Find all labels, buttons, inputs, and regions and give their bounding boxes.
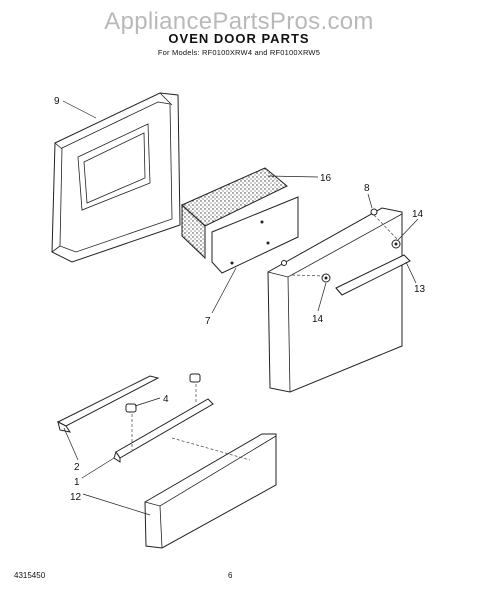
callout-2: 2 — [74, 462, 80, 473]
callout-1: 1 — [74, 477, 80, 488]
callout-16: 16 — [320, 173, 332, 184]
callout-14-lower: 14 — [312, 314, 324, 325]
page-number: 6 — [228, 571, 233, 580]
hinge-clips — [125, 373, 201, 413]
outer-door-panel — [267, 207, 403, 393]
callout-7: 7 — [205, 316, 211, 327]
door-handle — [335, 254, 411, 296]
callout-13: 13 — [414, 284, 426, 295]
document-number: 4315450 — [14, 571, 46, 580]
callout-9: 9 — [54, 96, 60, 107]
page-title: OVEN DOOR PARTS — [168, 31, 310, 46]
assembly-lines — [131, 214, 399, 461]
callout-4: 4 — [163, 394, 169, 405]
callout-14-upper: 14 — [412, 209, 424, 220]
watermark-logo: AppliancePartsPros.com — [104, 8, 374, 35]
lower-door-bracket — [56, 375, 160, 433]
insulation-shield — [211, 196, 299, 274]
inner-door-liner — [51, 92, 181, 263]
leader-lines — [62, 100, 419, 516]
callout-12: 12 — [70, 492, 82, 503]
drawer-front-panel — [144, 433, 277, 549]
drawer-channel — [113, 398, 214, 463]
callout-8: 8 — [364, 183, 370, 194]
models-subtitle: For Models: RF0100XRW4 and RF0100XRW5 — [157, 48, 321, 57]
door-insulation — [181, 167, 288, 260]
